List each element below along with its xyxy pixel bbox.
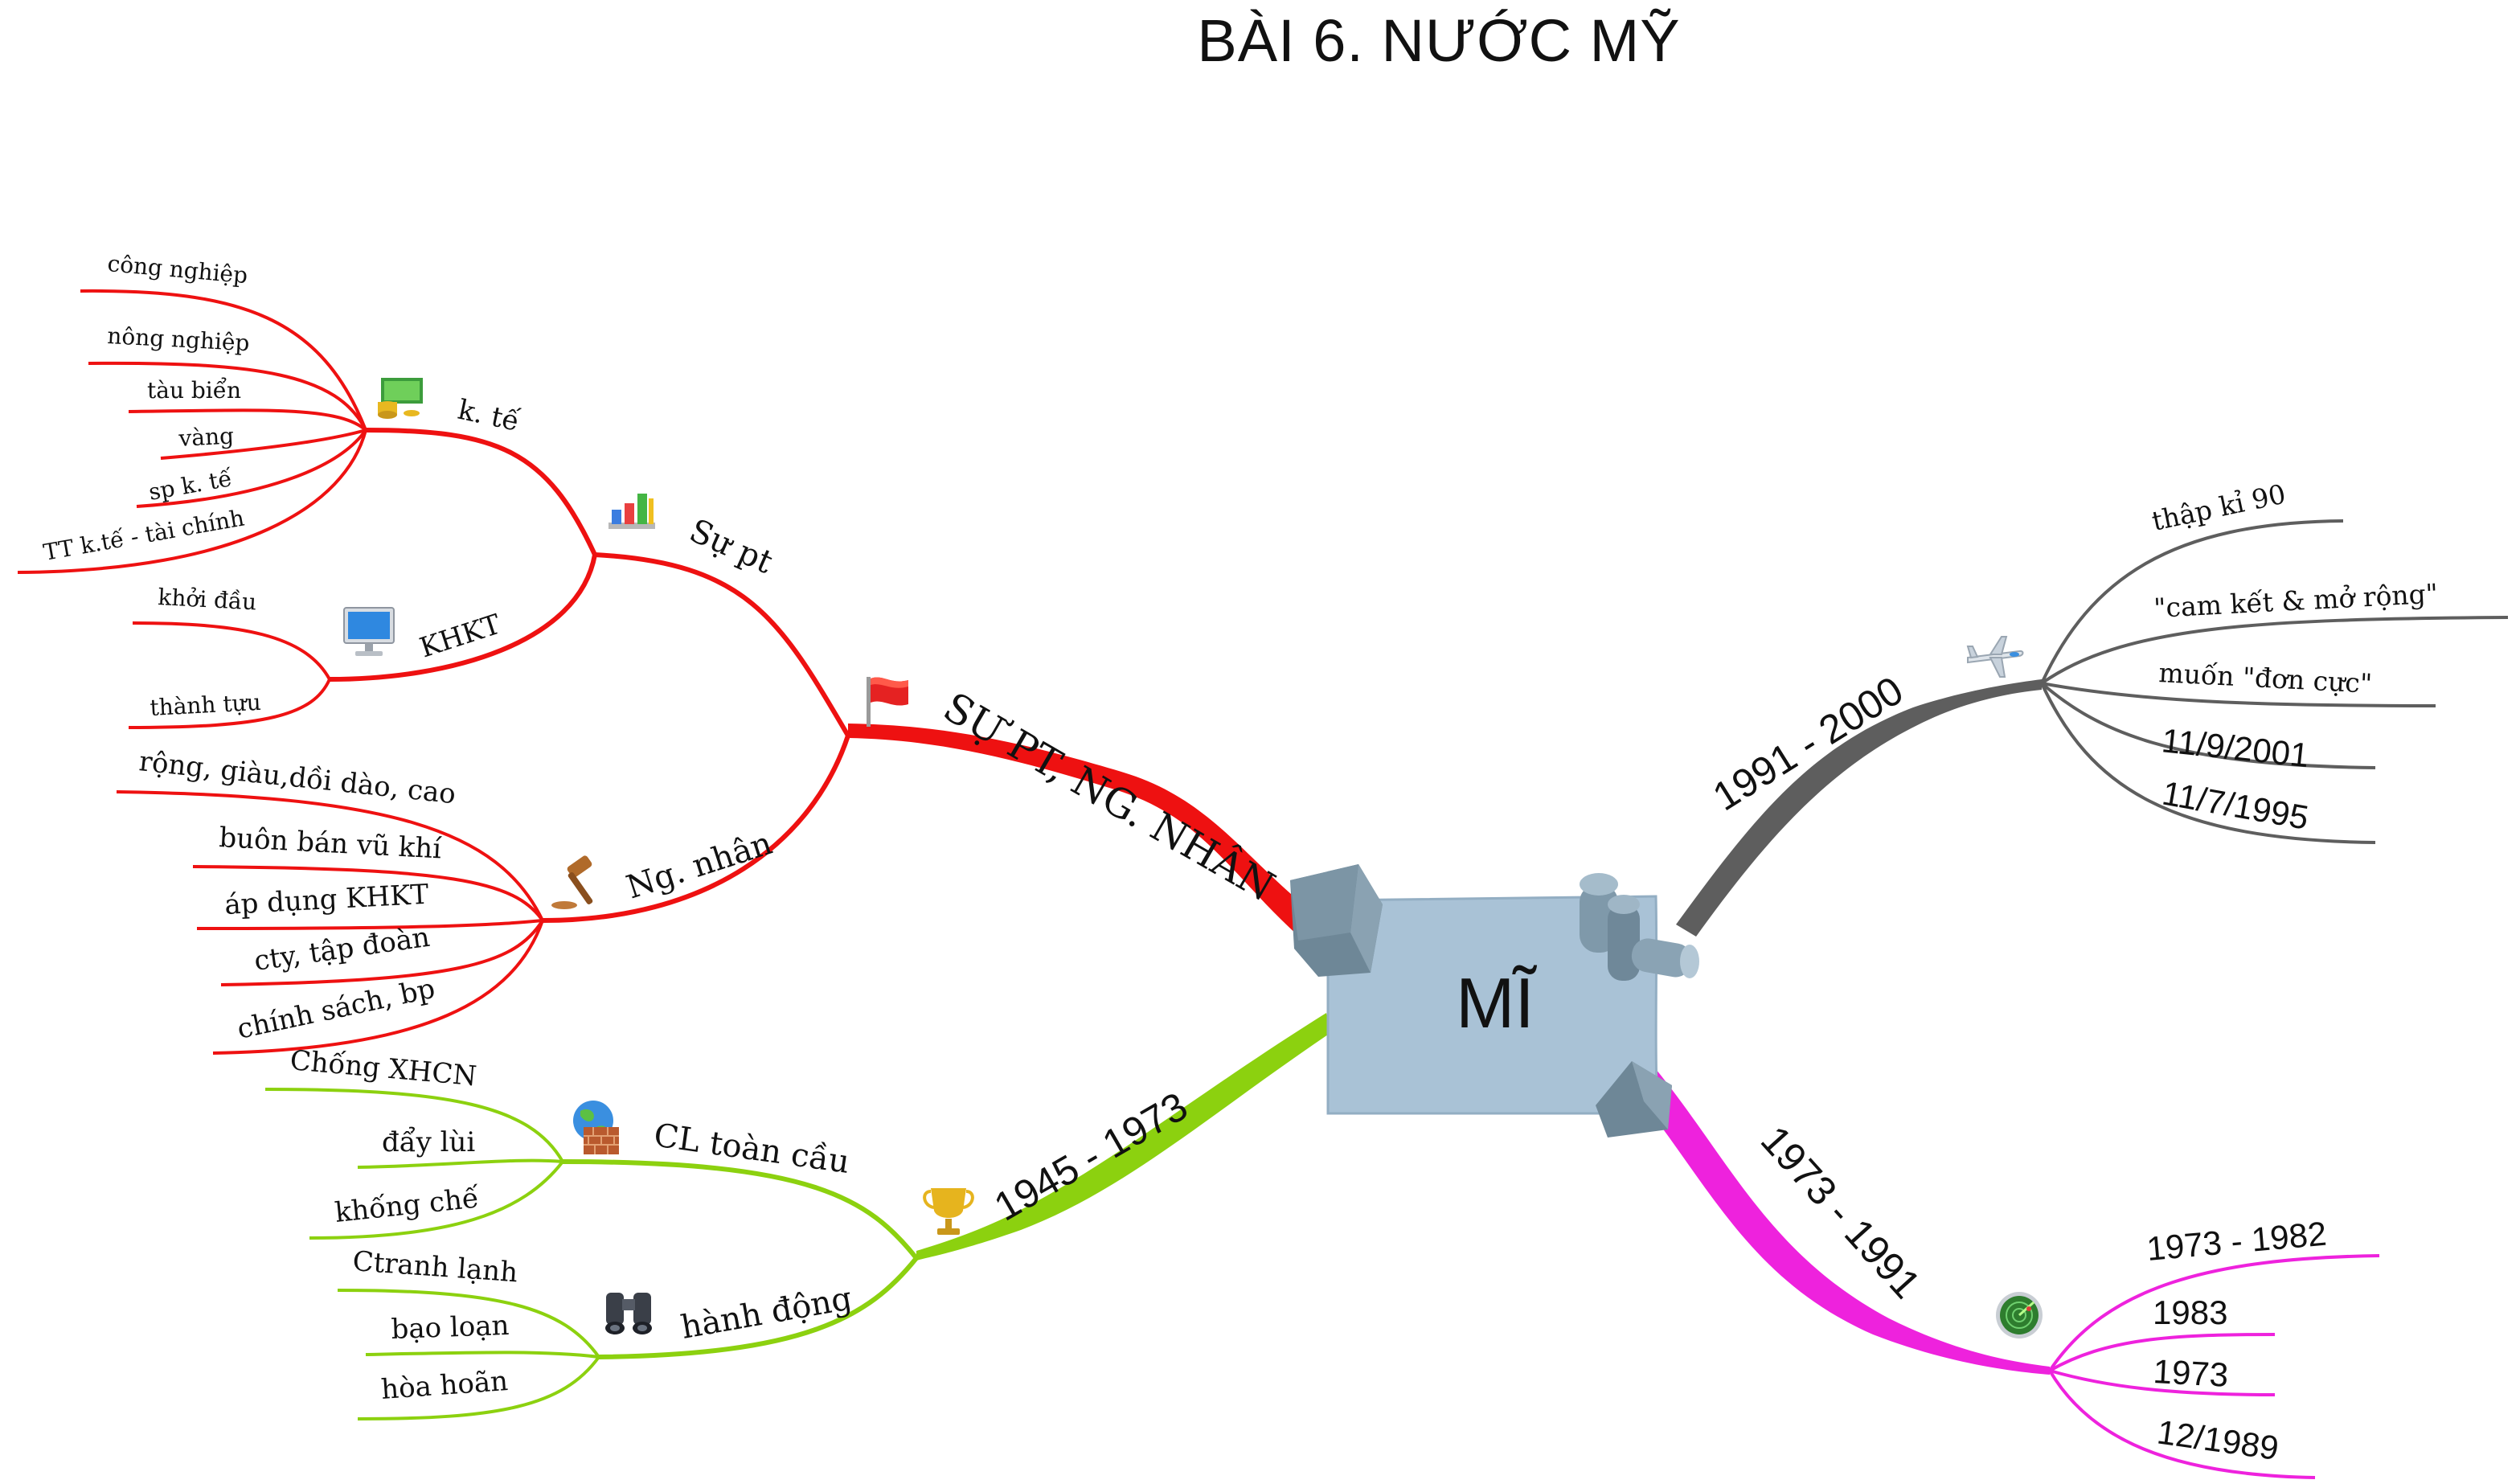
center-top-right-cylinders xyxy=(1580,873,1699,981)
center-top-left-block xyxy=(1290,864,1383,977)
khkt-leaf-line-1 xyxy=(132,621,331,680)
kte-leaf-line-4 xyxy=(160,428,367,460)
binoculars-icon xyxy=(605,1293,652,1334)
center-bottom-right-block xyxy=(1596,1061,1672,1138)
branch-grey-main-line xyxy=(1676,679,2042,937)
globe-icon xyxy=(573,1101,619,1154)
grey-leaf-line-3 xyxy=(2041,682,2436,707)
ng-nhan-item-2: buôn bán vũ khí xyxy=(219,822,444,865)
ng-nhan-leaf-line-1 xyxy=(116,790,544,921)
hd-item-3: hòa hoãn xyxy=(380,1365,509,1406)
grey-leaf-line-5 xyxy=(2040,683,2376,844)
magenta-leaf-line-3 xyxy=(2049,1369,2276,1396)
branch-magenta-label: 1973 - 1991 xyxy=(1752,1117,1929,1307)
cl-leaf-line-1 xyxy=(264,1088,564,1162)
radar-icon xyxy=(1996,1292,2043,1338)
ng-nhan-leaf-line-5 xyxy=(212,920,544,1055)
branch-hd-line xyxy=(598,1256,919,1359)
branch-red-main-line xyxy=(848,724,1367,977)
kte-leaf-line-2 xyxy=(88,361,367,431)
page-title: BÀI 6. NƯỚC MỸ xyxy=(1197,7,1680,74)
magenta-leaf-line-2 xyxy=(2049,1333,2276,1372)
kte-leaf-line-3 xyxy=(128,408,367,432)
grey-item-2: "cam kết & mở rộng" xyxy=(2153,578,2438,624)
airplane-icon xyxy=(1966,636,2024,678)
grey-leaf-line-4 xyxy=(2040,682,2376,769)
grey-item-1: thập kỉ 90 xyxy=(2149,478,2288,537)
kte-leaf-line-6 xyxy=(17,429,367,574)
kte-item-4: vàng xyxy=(178,422,235,452)
kte-item-3: tàu biển xyxy=(147,377,241,404)
grey-leaf-line-1 xyxy=(2040,519,2344,684)
grey-item-4: 11/9/2001 xyxy=(2160,721,2311,774)
center-label: MĨ xyxy=(1456,963,1537,1043)
magenta-leaf-line-1 xyxy=(2048,1254,2380,1372)
branch-green-main-line xyxy=(916,1013,1330,1261)
branch-magenta-main-line xyxy=(1632,1069,2050,1375)
kte-item-1: công nghiệp xyxy=(106,250,248,289)
gavel-icon xyxy=(551,855,593,909)
branch-kte-line xyxy=(365,428,597,556)
kte-item-5: sp k. tế xyxy=(146,465,234,506)
kte-leaf-line-5 xyxy=(136,428,367,508)
magenta-leaf-line-4 xyxy=(2048,1369,2316,1479)
branch-green: 1945 - 1973 CL toàn cầu hành động Chống … xyxy=(264,1013,1330,1420)
hd-leaf-line-3 xyxy=(357,1355,600,1420)
hd-leaf-line-2 xyxy=(365,1351,600,1359)
hd-item-2: bạo loạn xyxy=(391,1310,510,1346)
khkt-item-1: khởi đầu xyxy=(158,584,257,615)
khkt-leaf-line-2 xyxy=(128,678,331,729)
hd-leaf-line-1 xyxy=(337,1289,600,1359)
kte-item-2: nông nghiệp xyxy=(107,322,251,356)
branch-magenta: 1973 - 1991 1973 - 1982 1983 1973 12/198… xyxy=(1632,1069,2380,1479)
money-icon xyxy=(378,378,423,419)
kte-item-6: TT k.tế - tài chính xyxy=(41,504,246,565)
magenta-item-3: 1973 xyxy=(2153,1352,2230,1394)
branch-cl-line xyxy=(562,1159,919,1260)
magenta-item-2: 1983 xyxy=(2153,1293,2227,1331)
bar-chart-icon xyxy=(608,494,655,529)
grey-leaf-line-2 xyxy=(2040,616,2509,685)
hd-item-1: Ctranh lạnh xyxy=(351,1245,518,1289)
ng-nhan-item-3: áp dụng KHKT xyxy=(223,879,429,921)
grey-item-3: muốn "đơn cực" xyxy=(2158,657,2373,699)
ng-nhan-leaf-line-2 xyxy=(192,865,544,922)
hd-label: hành động xyxy=(678,1280,855,1347)
khkt-item-2: thành tựu xyxy=(150,689,262,721)
trophy-icon xyxy=(923,1188,974,1235)
ng-nhan-leaf-line-4 xyxy=(220,919,544,986)
center-node: MĨ xyxy=(1290,864,1699,1138)
red-flag-icon xyxy=(867,677,908,727)
kte-label: k. tế xyxy=(455,394,522,438)
ng-nhan-leaf-line-3 xyxy=(196,919,543,930)
branch-su-pt-line xyxy=(594,552,850,737)
kte-leaf-line-1 xyxy=(80,289,367,431)
cl-item-1: Chống XHCN xyxy=(289,1044,477,1093)
cl-leaf-line-2 xyxy=(357,1158,563,1169)
branch-green-label: 1945 - 1973 xyxy=(987,1084,1195,1230)
branch-grey: 1991 - 2000 thập kỉ 90 "cam kết & mở rộn… xyxy=(1676,478,2509,937)
branch-ng-nhan-line xyxy=(542,735,850,923)
cl-leaf-line-3 xyxy=(309,1160,564,1240)
computer-icon xyxy=(343,607,395,656)
grey-item-5: 11/7/1995 xyxy=(2159,774,2311,837)
branch-red-label: SỰ PT, NG. NHÂN xyxy=(936,683,1283,910)
branch-khkt-line xyxy=(329,554,597,682)
branch-red: SỰ PT, NG. NHÂN Sự pt k. tế KHKT Ng. nhâ… xyxy=(17,250,1367,1055)
cl-item-2: đẩy lùi xyxy=(382,1126,475,1158)
